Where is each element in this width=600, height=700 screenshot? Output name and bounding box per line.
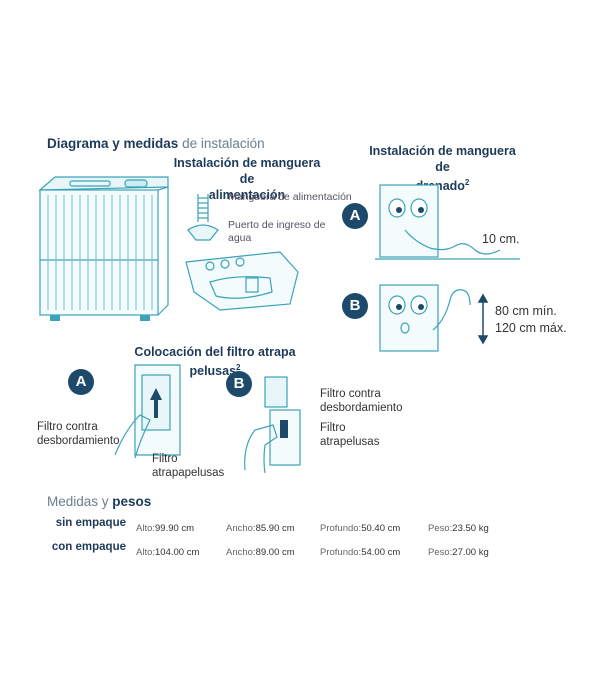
peso-cell: Peso:23.50 kg [428,518,489,536]
ancho-cell: Ancho:85.90 cm [226,518,295,536]
lint-filter-title: Colocación del filtro atrapa pelusas2 [115,344,315,379]
profundo-key: Profundo: [320,523,362,534]
lint-a-label-lint-line2: atrapapelusas [152,467,225,479]
peso-cell: Peso:27.00 kg [428,542,489,560]
lint-badge-b: B [226,371,252,397]
lint-b-label-overflow-line1: Filtro contra [320,388,381,400]
lint-a-label-lint: Filtro atrapapelusas [152,452,224,480]
lint-a-label-overflow: Filtro contra desbordamiento [37,420,119,448]
ancho-cell: Ancho:89.00 cm [226,542,295,560]
peso-value: 23.50 kg [452,523,489,534]
alto-cell: Alto:104.00 cm [136,542,199,560]
dimensions-heading: Medidas y pesos [47,494,151,509]
drain-measure-a: 10 cm. [482,232,520,246]
lint-b-label-overflow: Filtro contra desbordamiento [320,387,402,415]
alto-value: 99.90 cm [155,523,195,534]
feed-hose-title: Instalación de manguera de alimentación [172,155,322,203]
label-water-port-line2: agua [228,232,252,244]
lint-b-label-lint-line2: atrapelusas [320,436,380,448]
lint-a-label-lint-line1: Filtro [152,453,178,465]
row-label: sin empaque [55,517,126,529]
peso-key: Peso: [428,547,453,558]
profundo-cell: Profundo:54.00 cm [320,542,400,560]
drain-hose-title-line1: Instalación de manguera de [369,144,516,174]
main-heading: Diagrama y medidas de instalación [47,136,265,151]
profundo-key: Profundo: [320,547,362,558]
ancho-value: 85.90 cm [255,523,295,534]
row-label: con empaque [51,541,126,553]
peso-key: Peso: [428,523,453,534]
label-water-port-line1: Puerto de ingreso de [228,219,326,231]
main-heading-rest: de instalación [182,136,265,151]
main-heading-bold: Diagrama y medidas [47,136,179,151]
drain-badge-b: B [342,293,368,319]
alto-cell: Alto:99.90 cm [136,518,194,536]
drain-illustration-b [379,284,489,352]
lint-b-label-lint: Filtro atrapelusas [320,421,379,449]
profundo-value: 50.40 cm [361,523,401,534]
lint-a-label-overflow-line2: desbordamiento [37,435,120,447]
peso-value: 27.00 kg [452,547,489,558]
feed-hose-title-line1: Instalación de manguera de [173,156,321,186]
ancho-key: Ancho: [226,523,256,534]
drain-hose-title-sup: 2 [464,178,470,187]
washing-machine-illustration [38,176,169,321]
alto-value: 104.00 cm [155,547,200,558]
ancho-key: Ancho: [226,547,256,558]
lint-filter-illustration-b [244,376,301,474]
profundo-cell: Profundo:50.40 cm [320,518,400,536]
profundo-value: 54.00 cm [361,547,401,558]
drain-badge-a: A [342,203,368,229]
label-water-port: Puerto de ingreso de agua [228,219,325,245]
drain-measure-b-line1: 80 cm mín. [495,304,557,318]
feed-hose-title-line2: alimentación [208,188,286,202]
lint-a-label-overflow-line1: Filtro contra [37,421,98,433]
lint-badge-a: A [68,369,94,395]
drain-measure-b-line2: 120 cm máx. [495,321,567,335]
lint-filter-illustration-a [114,364,181,459]
feed-hose-illustration [185,194,299,311]
alto-key: Alto: [136,523,156,534]
lint-b-label-overflow-line2: desbordamiento [320,402,403,414]
dimensions-heading-bold: pesos [112,494,152,509]
lint-b-label-lint-line1: Filtro [320,422,346,434]
drain-measure-b: 80 cm mín. 120 cm máx. [495,303,567,337]
ancho-value: 89.00 cm [255,547,295,558]
lint-filter-title-sup: 2 [236,363,241,372]
drain-illustration-a [375,184,520,260]
alto-key: Alto: [136,547,156,558]
label-feed-hose: Manguera de alimentación [228,191,352,203]
lint-filter-title-text: Colocación del filtro atrapa pelusas [134,345,296,379]
dimensions-heading-light: Medidas y [47,494,109,509]
